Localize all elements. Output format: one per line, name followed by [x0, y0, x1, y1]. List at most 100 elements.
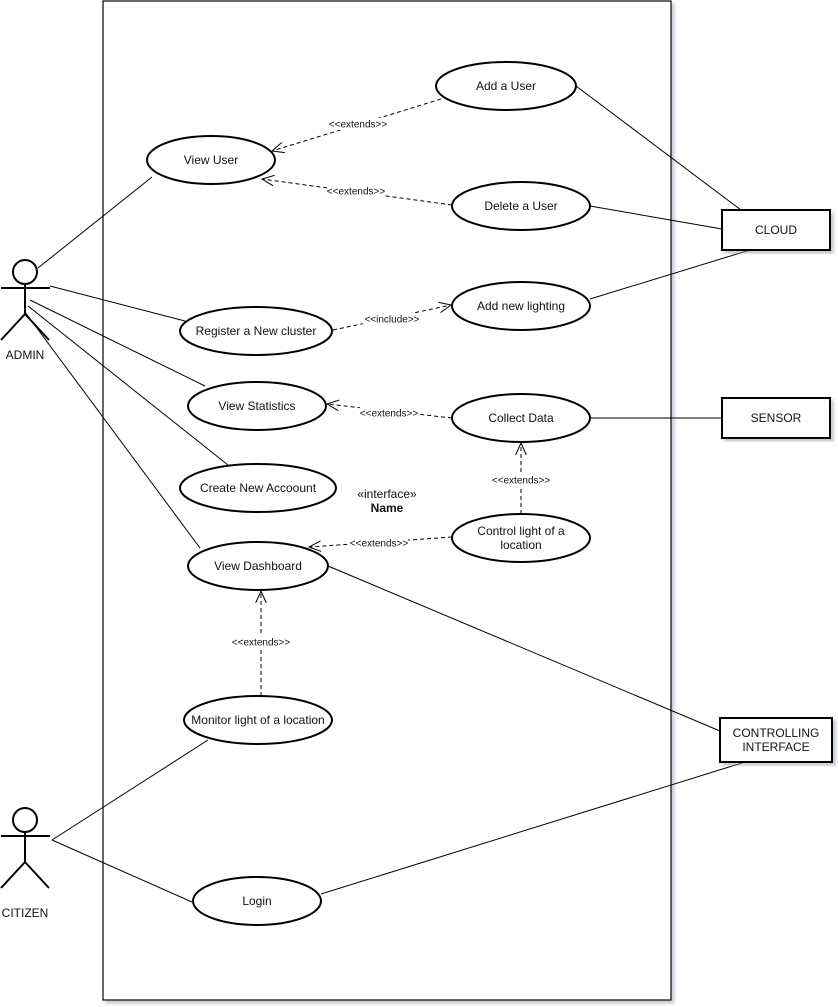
association-add_user-cloud: [575, 85, 742, 211]
external-system-sensor[interactable]: SENSOR: [721, 397, 831, 439]
open-arrowhead: [255, 589, 267, 604]
use-case-add-user[interactable]: Add a User: [435, 61, 577, 111]
dependency-label: <<extends>>: [492, 476, 551, 487]
label-background: [491, 474, 551, 486]
use-case-label: Collect Data: [488, 411, 554, 425]
interface-note: «interface» Name: [357, 487, 417, 515]
label-background: [328, 118, 388, 130]
use-case-ellipse: [451, 181, 591, 231]
system-box: [721, 209, 831, 251]
use-case-label: Control light of a: [477, 524, 565, 538]
use-case-label: View User: [184, 153, 238, 167]
dependency-lines: <<extends>> <<extends>> <<include>> <<exten…: [231, 98, 551, 696]
association-citizen-monitor_light: [51, 739, 209, 841]
use-case-label: Register a New cluster: [196, 324, 317, 338]
actors: ADMIN CITIZEN: [0, 259, 50, 920]
dependency-register_cluster-add_lighting: <<include>>: [332, 301, 453, 331]
use-case-view-statistics[interactable]: View Statistics: [187, 381, 327, 431]
interface-name: Name: [371, 501, 404, 515]
open-arrowhead: [307, 540, 322, 552]
association-login-controlling_interface: [320, 761, 746, 895]
system-label: CONTROLLING: [733, 726, 820, 740]
dependency-label: <<include>>: [364, 315, 419, 326]
use-case-ellipse: [183, 695, 333, 745]
association-admin-view_statistics: [29, 299, 206, 387]
use-case-monitor-light[interactable]: Monitor light of a location: [183, 695, 333, 745]
dependency-control_light-view_dashboard: <<extends>>: [307, 536, 453, 552]
dependency-monitor_light-view_dashboard: <<extends>>: [231, 589, 291, 696]
actor-citizen[interactable]: CITIZEN: [0, 807, 50, 920]
use-case-ellipse: [451, 513, 591, 563]
use-case-login[interactable]: Login: [192, 876, 322, 926]
dependency-line: [332, 304, 452, 331]
use-case-label: Add new lighting: [477, 299, 565, 313]
use-case-add-lighting[interactable]: Add new lighting: [451, 281, 591, 331]
use-case-label: View Dashboard: [214, 559, 302, 573]
association-add_lighting-cloud: [589, 249, 751, 300]
system-box: [721, 397, 831, 439]
actor-label: ADMIN: [6, 348, 45, 362]
use-case-delete-user[interactable]: Delete a User: [451, 181, 591, 231]
use-case-ellipse: [451, 393, 591, 443]
dependency-label: <<extends>>: [360, 409, 419, 420]
use-case-label: Monitor light of a location: [191, 713, 324, 727]
association-view_dashboard-controlling_interface: [327, 565, 721, 732]
use-case-label: Delete a User: [484, 199, 557, 213]
open-arrowhead: [270, 142, 285, 154]
association-admin-view_user: [37, 176, 153, 269]
use-case-label: Add a User: [476, 79, 536, 93]
dependency-label: <<extends>>: [327, 187, 386, 198]
use-case-ellipse: [451, 281, 591, 331]
association-citizen-login: [51, 839, 193, 903]
use-case-ellipse: [192, 876, 322, 926]
use-case-ellipse: [146, 135, 276, 185]
dependency-label: <<extends>>: [329, 120, 388, 131]
open-arrowhead: [325, 399, 340, 412]
interface-stereotype: «interface»: [357, 487, 417, 501]
association-admin-view_dashboard: [24, 311, 201, 549]
association-admin-create_account: [27, 305, 229, 466]
external-system-cloud[interactable]: CLOUD: [721, 209, 831, 251]
dependency-add_user-view_user: <<extends>>: [270, 98, 442, 154]
use-case-label: Create New Accoount: [200, 481, 317, 495]
system-label: INTERFACE: [742, 740, 809, 754]
use-case-ellipse: [179, 463, 337, 513]
label-background: [231, 636, 291, 648]
use-case-view-user[interactable]: View User: [146, 135, 276, 185]
use-case-label: View Statistics: [218, 399, 295, 413]
use-case-view-dashboard[interactable]: View Dashboard: [187, 541, 329, 591]
dependency-delete_user-view_user: <<extends>>: [260, 174, 453, 206]
use-case-register-cluster[interactable]: Register a New cluster: [179, 306, 333, 356]
actor-admin[interactable]: ADMIN: [0, 259, 50, 362]
stick-figure-icon: [0, 259, 50, 341]
label-background: [362, 313, 422, 325]
system-box: [719, 717, 833, 763]
use-case-collect-data[interactable]: Collect Data: [451, 393, 591, 443]
association-lines: [24, 85, 751, 903]
label-background: [359, 407, 419, 419]
use-case-ellipse: [179, 306, 333, 356]
association-admin-register_cluster: [49, 285, 186, 322]
association-delete_user-cloud: [589, 205, 723, 230]
use-case-label: location: [500, 538, 541, 552]
use-case-ellipse: [435, 61, 577, 111]
stick-figure-icon: [0, 807, 50, 889]
system-label: SENSOR: [751, 411, 802, 425]
label-background: [326, 185, 386, 197]
system-label: CLOUD: [755, 223, 797, 237]
dependency-label: <<extends>>: [350, 539, 409, 550]
dependency-label: <<extends>>: [232, 638, 291, 649]
open-arrowhead: [260, 174, 275, 187]
dependency-line: [261, 178, 453, 206]
use-case-create-account[interactable]: Create New Accoount: [179, 463, 337, 513]
actor-label: CITIZEN: [2, 906, 49, 920]
use-case-label: Login: [242, 894, 271, 908]
use-case-ellipse: [187, 541, 329, 591]
dependency-line: [271, 98, 442, 152]
dependency-control_light-collect_data: <<extends>>: [491, 441, 551, 514]
